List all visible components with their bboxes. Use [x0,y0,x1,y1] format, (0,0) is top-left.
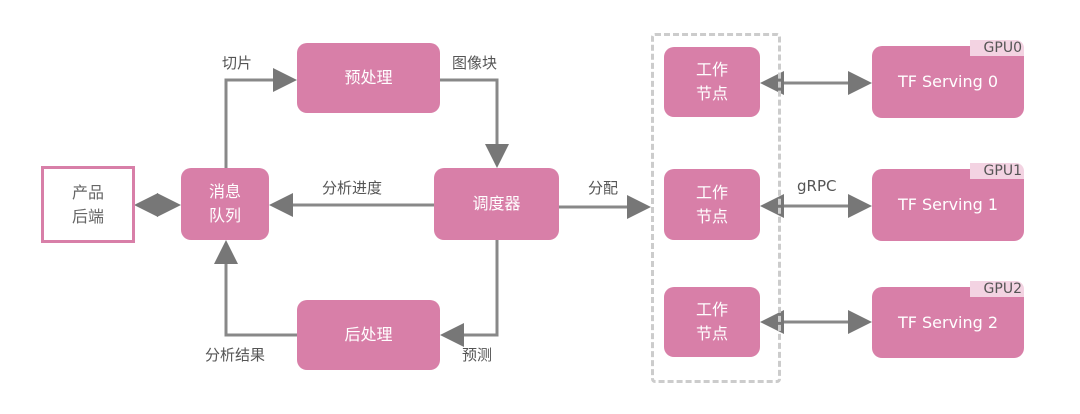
worker-node-0: 工作 节点 [664,47,760,117]
gpu-tag: GPU1 [970,163,1024,179]
arrow-preprocess-scheduler [440,78,509,168]
scheduler-label: 调度器 [472,194,521,213]
gpu-tag: GPU0 [970,40,1024,56]
edge-label-predict: 预测 [462,346,493,364]
worker-label: 工作 节点 [695,300,728,343]
tf-serving-node-1: TF Serving 1 [872,169,1024,241]
product-backend-node: 产品 后端 [41,166,135,243]
message-queue-label: 消息 队列 [208,182,241,225]
postprocess-label: 后处理 [344,325,393,344]
tf-serving-label: TF Serving 2 [897,312,999,332]
edge-label-grpc: gRPC [797,177,837,195]
edge-label-progress: 分析进度 [322,179,383,197]
edge-label-image-block: 图像块 [452,54,498,72]
worker-node-2: 工作 节点 [664,287,760,357]
tf-serving-node-2: TF Serving 2 [872,287,1024,358]
worker-node-1: 工作 节点 [664,169,760,240]
gpu-tag: GPU2 [970,281,1024,297]
product-backend-label: 产品 后端 [71,182,104,226]
preprocess-label: 预处理 [344,68,393,87]
worker-group-container [651,33,781,383]
edge-label-result: 分析结果 [205,346,266,364]
tf-serving-label: TF Serving 1 [897,195,999,214]
arrow-postprocess-queue [214,240,297,337]
message-queue-node: 消息 队列 [181,168,269,240]
preprocess-node: 预处理 [297,43,440,113]
edge-label-slice: 切片 [222,54,253,72]
worker-label: 工作 节点 [695,60,728,103]
arrow-queue-preprocess [224,68,297,168]
tf-serving-node-0: TF Serving 0 [872,46,1024,118]
edge-label-assign: 分配 [588,179,619,197]
postprocess-node: 后处理 [297,300,440,370]
arrow-scheduler-postprocess [440,240,499,347]
worker-label: 工作 节点 [695,182,728,226]
scheduler-node: 调度器 [434,168,559,240]
tf-serving-label: TF Serving 0 [897,72,999,91]
